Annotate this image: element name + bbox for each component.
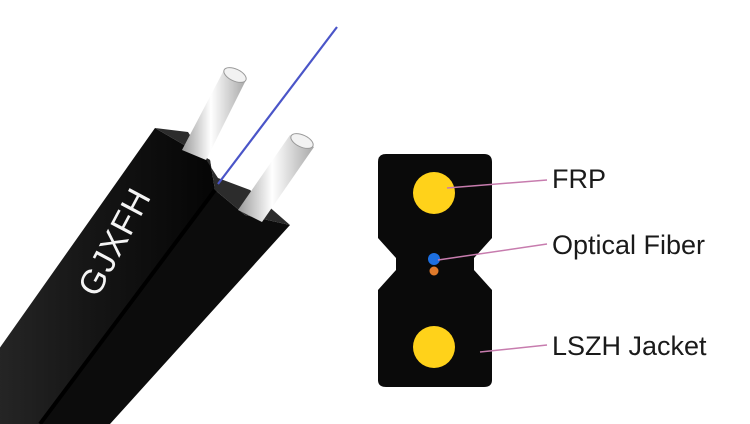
strength-member-right [238, 133, 314, 222]
leader-jacket [479, 344, 548, 353]
cable-notch-line [38, 188, 217, 424]
cable-body [0, 128, 290, 424]
callout-frp: FRP [552, 164, 606, 194]
callout-lszh-jacket: LSZH Jacket [552, 331, 707, 361]
callout-optical-fiber: Optical Fiber [552, 230, 706, 260]
strength-member-left [182, 67, 247, 160]
leader-lines [437, 179, 548, 353]
leader-frp [446, 179, 548, 189]
fiber-core-blue [428, 253, 440, 265]
cross-section [378, 154, 492, 387]
leader-fiber [437, 243, 548, 261]
frp-top [413, 172, 455, 214]
cable-jacket-right-face [40, 190, 290, 424]
fiber-core-orange [429, 266, 439, 276]
cable-jacket-left-face [0, 128, 215, 424]
frp-bottom [413, 326, 455, 368]
optical-fiber-strand [217, 26, 338, 185]
